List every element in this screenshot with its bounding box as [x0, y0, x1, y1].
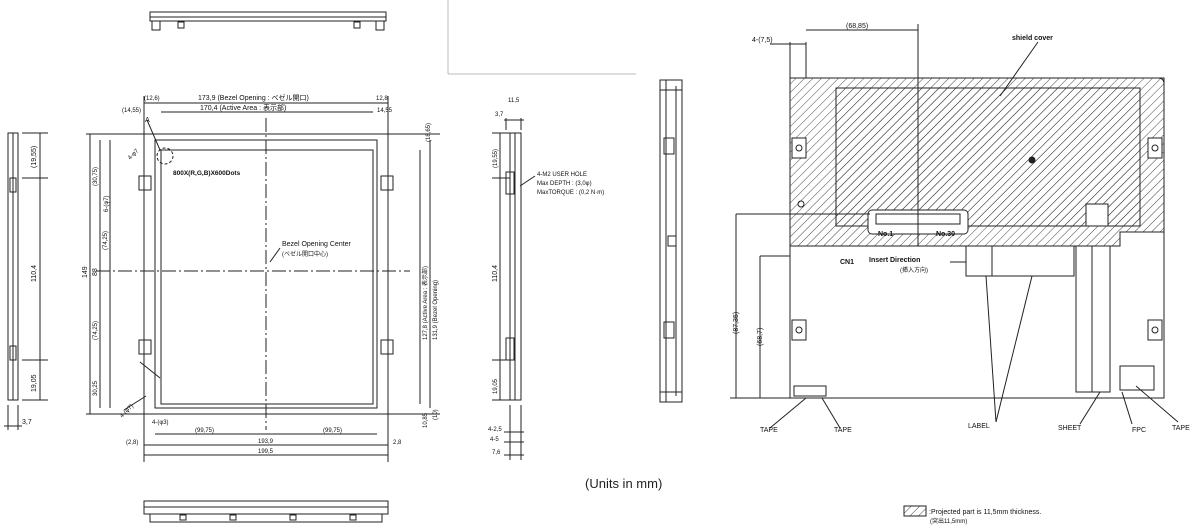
- dim-131-9: 131,9 (Bezel Opening): [433, 280, 439, 340]
- legend-projected-jp: (突出11,5mm): [930, 517, 967, 525]
- front-view-labels: 173,9 (Bezel Opening : べゼル開口) 170,4 (Act…: [82, 93, 439, 455]
- dim-110-4: 110,4: [492, 265, 499, 282]
- dim-2-8-right: 2,8: [393, 440, 402, 446]
- active-area-dim: 170,4 (Active Area : 表示部): [200, 103, 286, 112]
- bezel-center-jp: (ベゼル開口中心): [282, 250, 328, 258]
- dim-30-75: (30,75): [93, 167, 99, 186]
- resolution-label: 800X(R,G,B)X600Dots: [173, 170, 241, 177]
- left-side-dims: (19,55) 110,4 19,05 3,7: [22, 146, 38, 426]
- legend: :Projected part is 11,5mm thickness. (突出…: [903, 505, 1041, 525]
- dim-19-05: 19,05: [493, 378, 499, 394]
- dim-4-7-5: 4-(7,5): [752, 37, 773, 44]
- dim-99-75-left: (99,75): [195, 428, 214, 434]
- dim-88: 88: [92, 268, 99, 276]
- dim-110-4: 110,4: [31, 265, 38, 282]
- legend-projected: :Projected part is 11,5mm thickness.: [929, 509, 1041, 516]
- dim-r07: 4-φ7: [127, 148, 141, 162]
- dim-11-5: 11,5: [508, 98, 520, 104]
- insert-direction-jp: (挿入方向): [900, 266, 928, 274]
- dim-127-8: 127,8 (Active Area : 表示部): [421, 266, 429, 340]
- pin-no30-label: No.30: [936, 231, 955, 238]
- max-torque-label: MaxTORQUE : (0,2 N·m): [537, 190, 604, 196]
- dim-14-55-left: (14,55): [122, 108, 141, 114]
- insert-direction-label: Insert Direction: [869, 257, 920, 264]
- pin-no1-label: No.1: [878, 231, 893, 238]
- scan-artifact: [447, 0, 636, 75]
- units-note: (Units in mm): [585, 476, 663, 491]
- dim-199-5: 199,5: [258, 449, 274, 455]
- dim-19-05: 19,05: [31, 374, 38, 392]
- left-side-view: [4, 132, 48, 430]
- dim-4-67: 4-(φ7): [119, 403, 135, 419]
- tape-left-label: TAPE: [760, 427, 778, 434]
- fpc-label: FPC: [1132, 427, 1146, 434]
- legend-hatch-swatch: [903, 505, 927, 517]
- right-side-view: [492, 118, 536, 460]
- label-label: LABEL: [968, 423, 990, 430]
- dim-4-5: 4-5: [490, 437, 499, 443]
- dim-74-25-bottom: (74,25): [93, 321, 99, 340]
- front-view: [86, 96, 440, 462]
- dim-19-55: (19,55): [493, 149, 499, 168]
- dim-30-25-bottom: 30,25: [93, 380, 99, 396]
- dim-4-2-5: 4-2,5: [488, 427, 502, 433]
- dim-7-6: 7,6: [492, 450, 501, 456]
- dim-68-85: (68,85): [846, 23, 868, 30]
- back-view-labels: 4-(7,5) (68,85) shield cover No.1 No.30 …: [733, 23, 1190, 434]
- dim-18-65: (18,65): [426, 123, 432, 142]
- dim-193-9: 193,9: [258, 439, 274, 445]
- bezel-opening-dim: 173,9 (Bezel Opening : べゼル開口): [198, 93, 309, 102]
- dim-12-6: (12,6): [144, 96, 160, 102]
- tape-far-label: TAPE: [1172, 425, 1190, 432]
- user-hole-label: 4-M2 USER HOLE: [537, 172, 587, 178]
- dim-149: 149: [82, 266, 89, 278]
- dim-3-7: 3,7: [495, 112, 504, 118]
- dim-4-63: 4-(φ3): [152, 420, 169, 426]
- dim-12-8: 12,8: [376, 96, 388, 102]
- dim-68-7: (68,7): [757, 328, 764, 346]
- dim-6-67: 6-(φ7): [104, 195, 110, 212]
- dim-99-75-right: (99,75): [323, 428, 342, 434]
- dim-2-8-left: (2,8): [126, 440, 138, 446]
- top-edge-view: [149, 11, 387, 31]
- dim-87-35: (87,35): [733, 312, 740, 334]
- dim-74-25-top: (74,25): [103, 231, 109, 250]
- shield-cover-label: shield cover: [1012, 35, 1053, 42]
- bezel-center-label: Bezel Opening Center: [282, 241, 352, 248]
- back-view: [730, 24, 1179, 429]
- dim-3-7: 3,7: [22, 419, 32, 426]
- tape-right-label: TAPE: [834, 427, 852, 434]
- dim-14-55-right: 14,55: [377, 108, 393, 114]
- dim-19-55: (19,55): [31, 146, 38, 168]
- right-side-labels: 3,7 11,5 (19,55) 4-M2 USER HOLE Max DEPT…: [488, 98, 604, 456]
- cn1-label: CN1: [840, 259, 854, 266]
- thin-side-view: [659, 79, 683, 403]
- bottom-edge-view: [143, 500, 389, 523]
- sheet-label: SHEET: [1058, 425, 1082, 432]
- detail-a-label: A: [145, 117, 150, 124]
- max-depth-label: Max DEPTH : (3,0φ): [537, 181, 592, 187]
- dim-10: (10): [433, 409, 439, 420]
- dim-10-85: 10,85: [423, 412, 429, 428]
